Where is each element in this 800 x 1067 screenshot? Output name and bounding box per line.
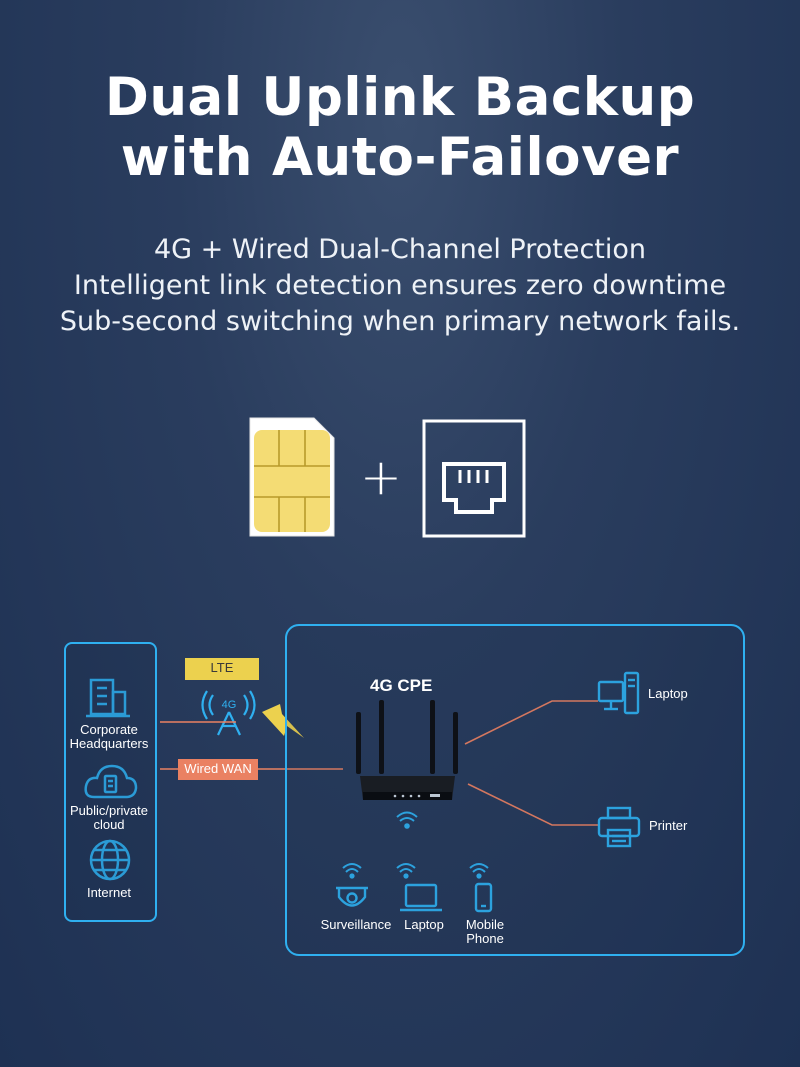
phone-icon (474, 882, 493, 913)
antenna-4g-badge: 4G (221, 699, 237, 711)
client-label-line: Phone (466, 931, 504, 946)
phone-wifi-icon (469, 863, 489, 879)
subtitle-line-3: Sub-second switching when primary networ… (59, 306, 741, 337)
cloud-icon (84, 764, 138, 799)
laptop-wifi-icon (396, 863, 416, 879)
source-cloud-label: Public/private cloud (62, 804, 156, 832)
title-line-1: Dual Uplink Backup (104, 67, 696, 128)
cpe-device-label: 4G CPE (370, 676, 433, 695)
wired-wan-link-tag: Wired WAN (178, 759, 258, 780)
subtitle: 4G + Wired Dual-Channel Protection Intel… (0, 232, 800, 340)
client-surveillance-label: Surveillance (316, 918, 396, 932)
antenna-4g-icon (201, 690, 256, 736)
uplink-sources-panel (64, 642, 157, 922)
client-label-line: Laptop (404, 917, 444, 932)
client-label-line: Surveillance (320, 917, 392, 932)
title-line-2: with Auto-Failover (120, 127, 680, 188)
client-laptop-right-label: Laptop (648, 686, 688, 701)
source-label-line: cloud (93, 817, 125, 832)
subtitle-line-2: Intelligent link detection ensures zero … (73, 270, 727, 301)
desktop-icon (597, 671, 640, 715)
source-corporate-headquarters-label: Corporate Headquarters (62, 723, 156, 751)
source-label-line: Headquarters (69, 736, 149, 751)
building-icon (86, 678, 130, 718)
client-laptop-bottom-label: Laptop (396, 918, 452, 932)
source-label-line: Public/private (69, 803, 149, 818)
page-title: Dual Uplink Backup with Auto-Failover (0, 68, 800, 188)
sim-card-icon (249, 417, 335, 537)
router-icon (356, 700, 458, 800)
lightning-icon (262, 704, 304, 738)
source-label-line: Corporate (80, 722, 138, 737)
subtitle-line-1: 4G + Wired Dual-Channel Protection (153, 234, 647, 265)
camera-icon (336, 886, 368, 907)
source-label-line: Internet (86, 885, 132, 900)
client-mobile-phone-label: Mobile Phone (455, 918, 515, 946)
client-printer-label: Printer (649, 818, 688, 833)
client-label-line: Mobile (465, 917, 505, 932)
surveillance-wifi-icon (342, 863, 362, 879)
source-internet-label: Internet (62, 886, 156, 900)
globe-icon (89, 839, 131, 881)
router-wifi-icon (396, 811, 418, 829)
lte-link-tag: LTE (185, 658, 259, 680)
plus-sign: + (360, 448, 402, 506)
local-network-panel (285, 624, 745, 956)
printer-icon (597, 806, 641, 848)
ethernet-port-icon (422, 419, 526, 538)
laptop-icon (400, 883, 442, 912)
